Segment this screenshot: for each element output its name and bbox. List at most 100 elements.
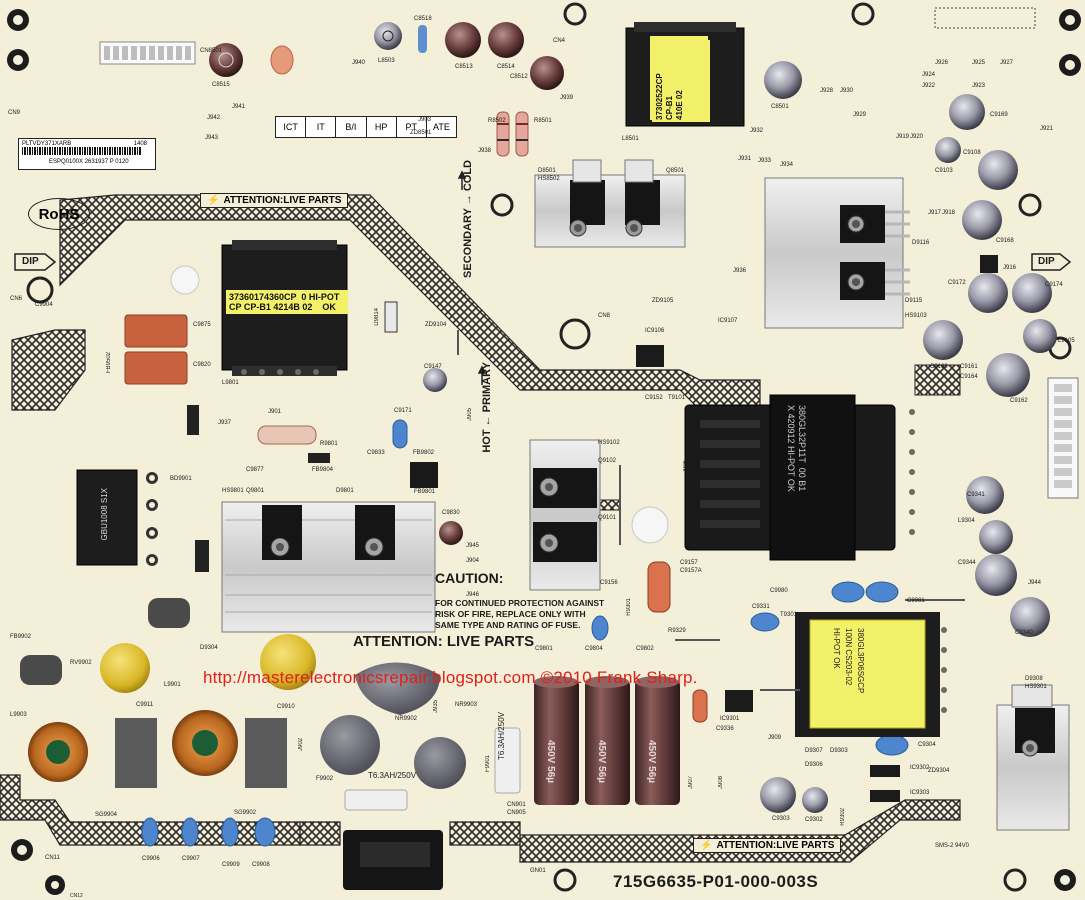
designator: D9303 <box>830 748 848 754</box>
designator: C9169 <box>990 112 1008 118</box>
designator: CN4 <box>553 38 566 44</box>
designator: C9152 <box>645 395 663 401</box>
designator: R8501 <box>534 118 552 124</box>
serial-code: PLTVDY371XARB <box>22 141 72 147</box>
designator: IC9301 <box>720 716 740 722</box>
designator: ZD9104 <box>425 322 447 328</box>
designator: ZD8501 <box>410 130 432 136</box>
designator: C9907 <box>182 856 200 862</box>
designator: J909 <box>768 735 782 741</box>
test-cell: ATE <box>433 122 450 132</box>
designator: C9344 <box>958 560 976 566</box>
secondary-cold-label: SECONDARY → COLD <box>462 160 474 278</box>
attention-badge-bottom: ⚡ATTENTION:LIVE PARTS <box>693 838 842 853</box>
designator: J908 <box>718 776 724 790</box>
designator: J930 <box>840 88 854 94</box>
designator: C9911 <box>136 702 154 708</box>
designator: J904 <box>466 558 480 564</box>
designator: J924 <box>922 72 936 78</box>
designator: C9147 <box>424 364 442 370</box>
designator: D9306 <box>805 762 823 768</box>
designator: C9164 <box>960 374 978 380</box>
designator: J942 <box>207 115 221 121</box>
designator: J932 <box>750 128 764 134</box>
test-cell: IT <box>306 117 337 137</box>
designator: C8515 <box>212 82 230 88</box>
designator: C8512 <box>510 74 528 80</box>
designator: L9801 <box>222 380 239 386</box>
designator: T9301 <box>780 612 798 618</box>
designator: C9108 <box>963 150 981 156</box>
designator: IC9107 <box>718 318 738 324</box>
designator: L9105 <box>1058 338 1075 344</box>
designator: D9304 <box>200 645 218 651</box>
designator: J943 <box>205 135 219 141</box>
fuse-rating: T6.3AH/250V <box>368 771 417 780</box>
caution-line: FOR CONTINUED PROTECTION AGAINST <box>435 598 605 608</box>
designator: Q8501 <box>666 168 685 174</box>
designator: CN901 <box>507 802 526 808</box>
serial-date: 1408 <box>133 141 147 147</box>
designator: C9168 <box>996 238 1014 244</box>
designator: C9340 <box>1015 630 1033 636</box>
serial-sticker: PLTVDY371XARB 1408 ESPQ0100X 2631937 P 0… <box>18 138 156 170</box>
svg-text:450V 56µ: 450V 56µ <box>596 740 607 783</box>
designator: CN12 <box>70 893 83 899</box>
test-result-box: ICT IT B/I HP PT ATE <box>275 116 457 138</box>
designator: J918 <box>942 210 956 216</box>
designator: J920 <box>910 134 924 140</box>
designator: C9833 <box>367 450 385 456</box>
dip-label-right: DIP <box>1038 256 1055 267</box>
designator: C9160 <box>930 364 948 370</box>
designator: J940 <box>352 60 366 66</box>
designator: J905 <box>467 408 473 422</box>
designator: C9909 <box>222 862 240 868</box>
designator: C9910 <box>277 704 295 710</box>
designator: J934 <box>780 162 794 168</box>
designator: Q9801 <box>246 488 265 494</box>
designator: C9161 <box>960 364 978 370</box>
designator: J907 <box>688 776 694 790</box>
designator: D9801 <box>336 488 354 494</box>
designator: J945 <box>466 543 480 549</box>
caution-line: SAME TYPE AND RATING OF FUSE. <box>435 620 581 630</box>
designator: R8502 <box>488 118 506 124</box>
designator: J939 <box>560 95 574 101</box>
designator: F9902 <box>316 776 334 782</box>
designator: CN6 <box>10 296 23 302</box>
designator: C9172 <box>948 280 966 286</box>
designator: L9901 <box>164 682 181 688</box>
designator: J941 <box>232 104 246 110</box>
designator: J927 <box>1000 60 1014 66</box>
designator: CN8501 <box>200 48 223 54</box>
test-cell: ICT <box>276 117 307 137</box>
transformer-label-small: 37302522CP CP-B1 410E 02 <box>652 40 710 122</box>
designator: C9336 <box>716 726 734 732</box>
designator: CN9 <box>8 110 21 116</box>
designator: F9901 <box>485 755 491 773</box>
designator: IC9302 <box>910 765 930 771</box>
designator: R9302 <box>840 808 846 826</box>
designator: FB9902 <box>10 634 32 640</box>
designator: C9174 <box>1045 282 1063 288</box>
designator: D9308 <box>1025 676 1043 682</box>
designator: C9981 <box>907 598 925 604</box>
designator: HS8502 <box>538 176 560 182</box>
sms-label: SMS-2 94V0 <box>935 843 970 849</box>
designator: HS9801 <box>222 488 244 494</box>
designator: FB9804 <box>312 467 334 473</box>
designator: C9303 <box>772 816 790 822</box>
fuse-rating: T6.3AH/250V <box>497 712 506 761</box>
designator: C9906 <box>142 856 160 862</box>
designator: D9307 <box>805 748 823 754</box>
designator: C9820 <box>193 362 211 368</box>
designator: C9156 <box>600 580 618 586</box>
designator: J935 <box>433 700 439 714</box>
lightning-icon: ⚡ <box>700 840 713 851</box>
designator: C9802 <box>636 646 654 652</box>
designator: J929 <box>853 112 867 118</box>
designator: CN905 <box>507 810 526 816</box>
hot-primary-label: HOT ← PRIMARY <box>481 362 493 453</box>
designator: IC9106 <box>645 328 665 334</box>
designator: R9801 <box>320 441 338 447</box>
